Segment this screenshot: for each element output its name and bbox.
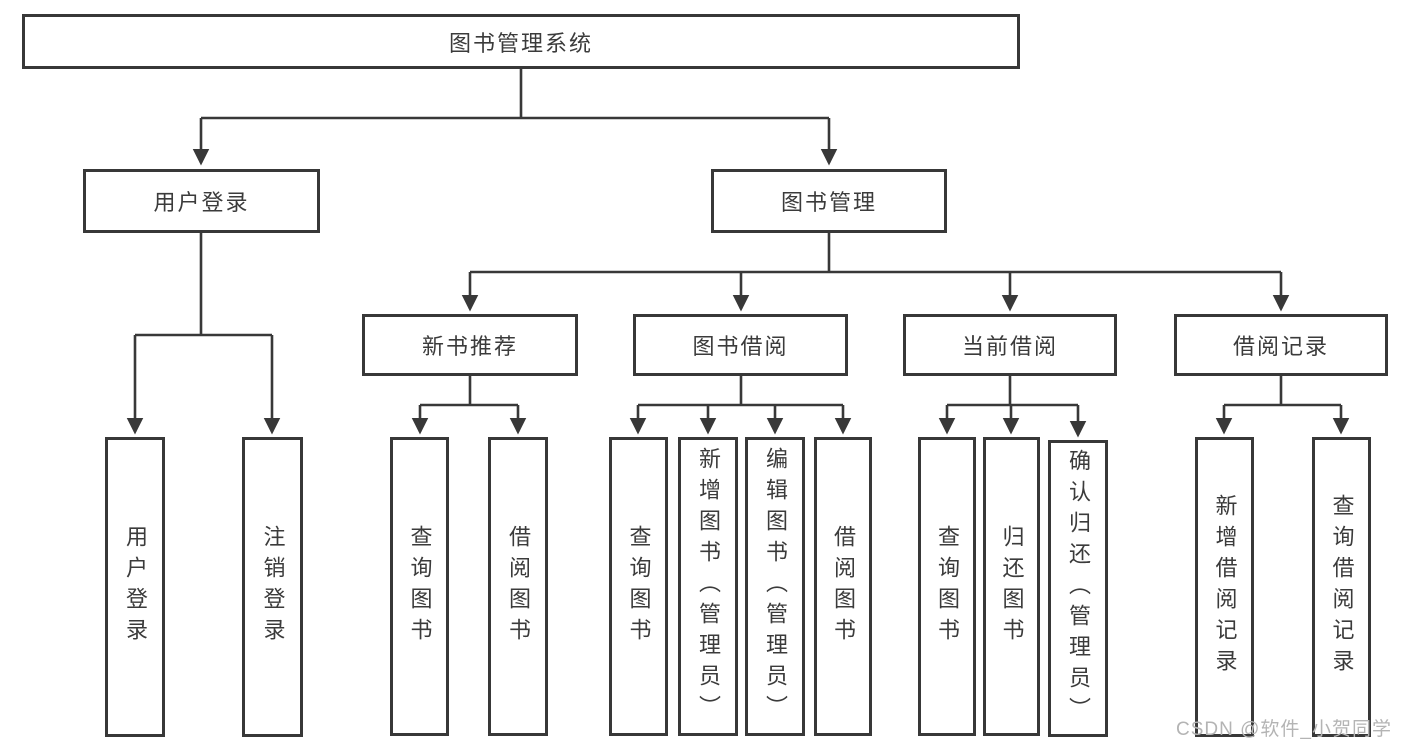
- node-label: 新书推荐: [421, 334, 518, 359]
- node-leaf-query-borrow-record: 查询借阅记录: [1312, 437, 1371, 737]
- node-label: 图书借阅: [692, 334, 789, 359]
- node-label: 借阅记录: [1232, 334, 1329, 359]
- node-current-borrow: 当前借阅: [903, 314, 1117, 376]
- node-leaf-add-borrow-record: 新增借阅记录: [1195, 437, 1254, 737]
- node-book-borrow: 图书借阅: [633, 314, 848, 376]
- node-label: 查询借阅记录: [1329, 494, 1355, 680]
- node-label: 图书管理系统: [448, 30, 593, 56]
- node-label: 用户登录: [123, 525, 148, 649]
- node-leaf-query-books-2: 查询图书: [609, 437, 668, 736]
- node-book-management: 图书管理: [711, 169, 947, 233]
- node-leaf-confirm-return-admin: 确认归还（管理员）: [1048, 440, 1108, 737]
- node-borrow-records: 借阅记录: [1174, 314, 1388, 376]
- node-leaf-borrow-books-2: 借阅图书: [814, 437, 872, 736]
- node-new-book-recommend: 新书推荐: [362, 314, 578, 376]
- node-label: 确认归还（管理员）: [1066, 449, 1091, 728]
- node-label: 新增图书（管理员）: [696, 447, 721, 726]
- node-user-login: 用户登录: [83, 169, 320, 233]
- node-label: 借阅图书: [506, 524, 531, 649]
- node-root-library-system: 图书管理系统: [22, 14, 1020, 69]
- node-leaf-user-login: 用户登录: [105, 437, 165, 737]
- node-label: 图书管理: [780, 190, 877, 215]
- node-label: 编辑图书（管理员）: [763, 447, 788, 726]
- node-label: 归还图书: [999, 524, 1025, 649]
- node-leaf-query-books-3: 查询图书: [918, 437, 976, 736]
- node-leaf-borrow-books-1: 借阅图书: [488, 437, 548, 736]
- node-label: 用户登录: [153, 190, 250, 215]
- node-leaf-add-books-admin: 新增图书（管理员）: [678, 437, 738, 736]
- node-leaf-edit-books-admin: 编辑图书（管理员）: [745, 437, 805, 736]
- node-label: 借阅图书: [831, 524, 856, 649]
- node-leaf-query-books-1: 查询图书: [390, 437, 449, 736]
- node-label: 查询图书: [626, 524, 652, 649]
- node-label: 当前借阅: [961, 334, 1058, 359]
- node-leaf-logout: 注销登录: [242, 437, 303, 737]
- node-label: 注销登录: [260, 525, 286, 649]
- node-leaf-return-books: 归还图书: [983, 437, 1040, 736]
- node-label: 查询图书: [407, 524, 433, 649]
- node-label: 新增借阅记录: [1212, 494, 1238, 680]
- csdn-watermark: CSDN @软件_小贺同学: [1176, 719, 1392, 740]
- node-label: 查询图书: [935, 524, 960, 649]
